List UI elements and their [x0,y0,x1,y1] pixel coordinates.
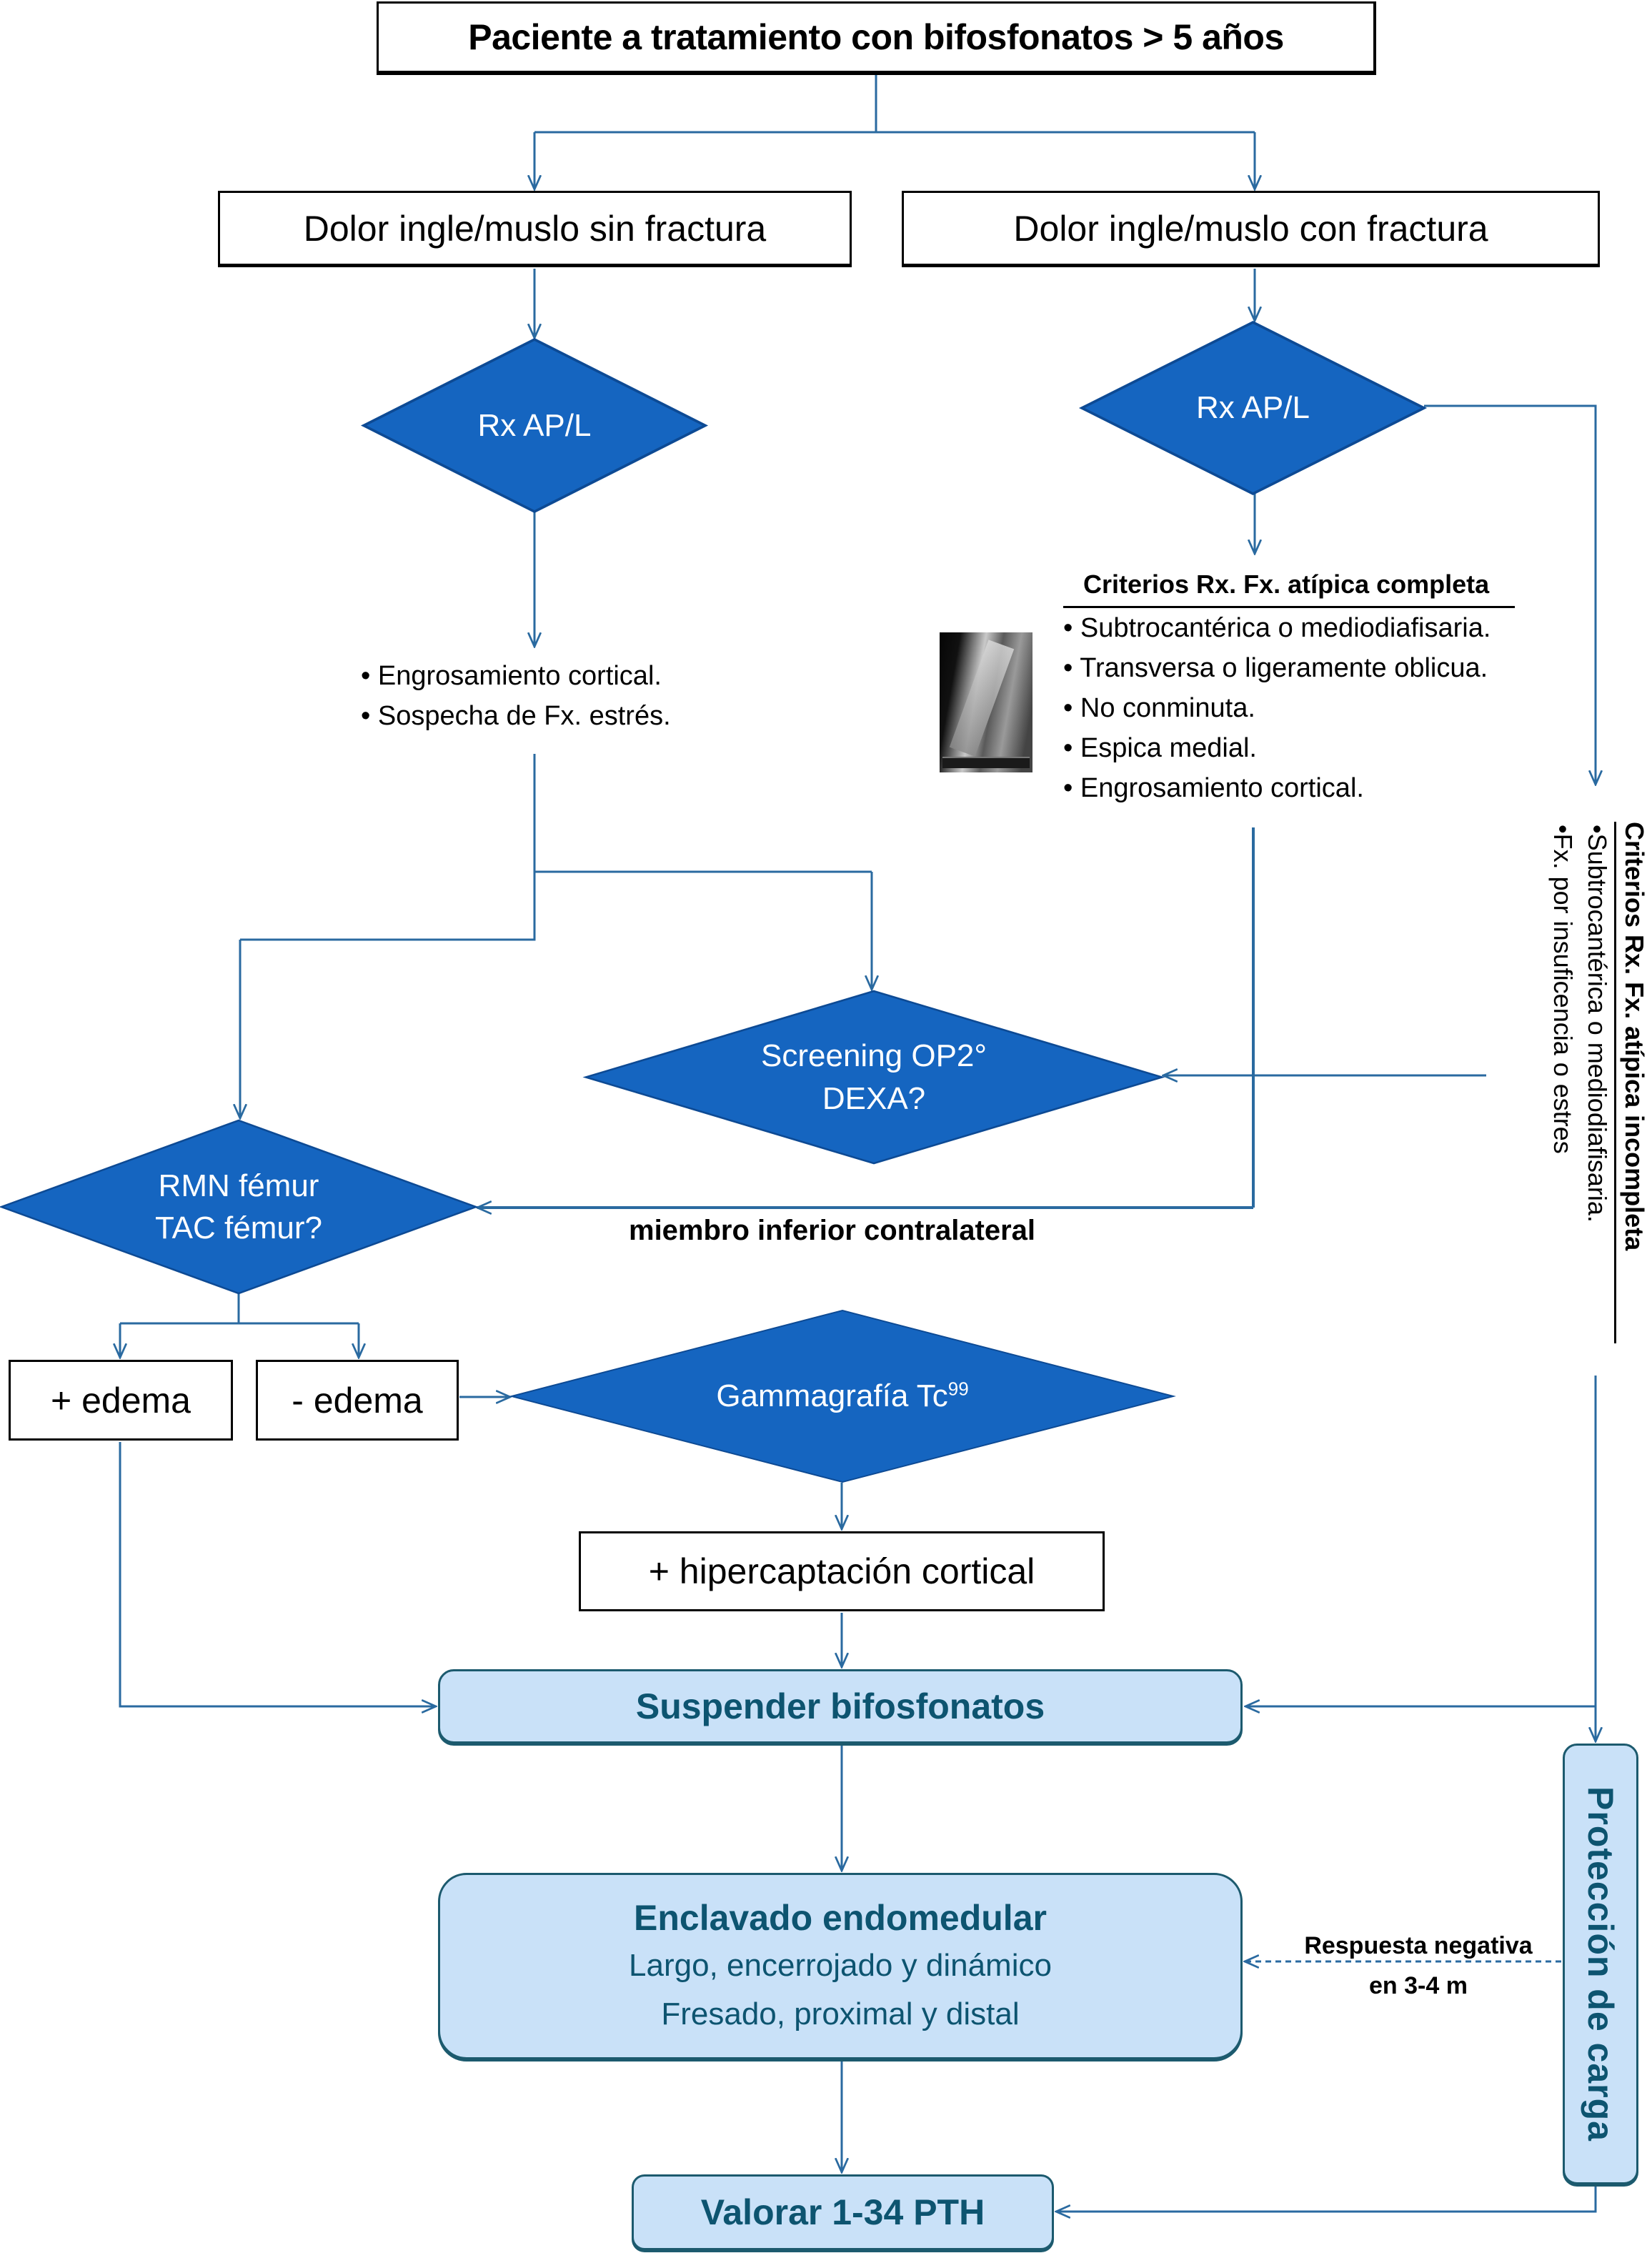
contralateral-label: miembro inferior contralateral [629,1215,1036,1246]
connector-title-split [534,75,1255,134]
gammagrafia-label: Gammagrafía Tc99 [716,1375,968,1417]
enclavado-title: Enclavado endomedular [634,1897,1047,1938]
enclavado-line-1: Largo, encerrojado y dinámico [629,1947,1052,1983]
rx-left-label: Rx AP/L [477,407,592,443]
rmn-diamond: RMN fémur TAC fémur? [0,1119,479,1295]
incomplete-criteria-item: Subtrocantérica o mediodiafisaria. [1580,822,1614,1336]
gammagrafia-text: Gammagrafía Tc [716,1378,948,1414]
proteccion-box: Protección de carga [1563,1744,1638,2184]
start-box: Paciente a tratamiento con bifosfonatos … [377,1,1376,75]
hipercaptacion-box: + hipercaptación cortical [579,1531,1105,1611]
left-findings: Engrosamiento cortical. Sospecha de Fx. … [361,656,671,736]
valorar-box: Valorar 1-34 PTH [632,2174,1054,2250]
screening-diamond: Screening OP2° DEXA? [582,990,1165,1165]
enclavado-box: Enclavado endomedular Largo, encerrojado… [438,1873,1243,2059]
connector-to-rmn [240,872,536,941]
finding-item: Engrosamiento cortical. [361,656,671,696]
rmn-label: RMN fémur TAC fémur? [155,1165,322,1250]
rx-right-diamond: Rx AP/L [1078,320,1428,496]
criteria-item: Subtrocantérica o mediodiafisaria. [1063,608,1515,648]
screening-label: Screening OP2° DEXA? [761,1035,987,1120]
start-title: Paciente a tratamiento con bifosfonatos … [468,17,1284,57]
screening-line-1: Screening OP2° [761,1038,987,1074]
complete-criteria-title: Criterios Rx. Fx. atípica completa [1063,565,1516,608]
branch-with-fracture-label: Dolor ingle/muslo con fractura [1013,208,1488,249]
valorar-label: Valorar 1-34 PTH [700,2192,985,2232]
rx-left-diamond: Rx AP/L [360,337,709,514]
minus-edema-label: - edema [292,1380,423,1421]
criteria-item: No conminuta. [1063,688,1515,728]
finding-item: Sospecha de Fx. estrés. [361,696,671,736]
incomplete-criteria-title: Criterios Rx. Fx. atípica incompleta [1614,822,1649,1343]
connector-rmn-split [120,1293,359,1325]
connector-findings-split [533,754,872,873]
respuesta-line-2: en 3-4 m [1369,1972,1468,1999]
arrow-edema-to-suspender [119,1442,436,1706]
enclavado-line-2: Fresado, proximal y distal [661,1996,1020,2031]
incomplete-criteria: Criterios Rx. Fx. atípica incompleta Sub… [1535,822,1649,1343]
xray-image [940,632,1032,772]
criteria-item: Engrosamiento cortical. [1063,768,1515,808]
respuesta-line-1: Respuesta negativa [1304,1932,1533,1959]
screening-line-2: DEXA? [822,1080,926,1116]
branch-with-fracture: Dolor ingle/muslo con fractura [902,191,1600,267]
criteria-item: Transversa o ligeramente oblicua. [1063,648,1515,688]
branch-without-fracture-label: Dolor ingle/muslo sin fractura [303,208,767,249]
suspender-label: Suspender bifosfonatos [635,1686,1045,1726]
plus-edema-label: + edema [51,1380,191,1421]
plus-edema-box: + edema [9,1360,233,1441]
minus-edema-box: - edema [256,1360,459,1441]
complete-criteria: Criterios Rx. Fx. atípica completa Subtr… [1063,565,1516,808]
hipercaptacion-label: + hipercaptación cortical [648,1551,1035,1591]
proteccion-label: Protección de carga [1581,1786,1621,2142]
respuesta-negativa-label: Respuesta negativa en 3-4 m [1279,1926,1558,2006]
gammagrafia-diamond: Gammagrafía Tc99 [509,1309,1176,1483]
suspender-box: Suspender bifosfonatos [438,1669,1243,1744]
gammagrafia-superscript: 99 [947,1378,969,1400]
rmn-line-2: TAC fémur? [155,1210,322,1245]
arrow-proteccion-to-valorar [1056,2187,1597,2212]
rx-right-label: Rx AP/L [1196,390,1310,426]
rmn-line-1: RMN fémur [158,1168,319,1203]
branch-without-fracture: Dolor ingle/muslo sin fractura [218,191,852,267]
incomplete-criteria-item: Fx. por insuficencia o estres [1546,822,1580,1336]
criteria-item: Espica medial. [1063,728,1515,768]
